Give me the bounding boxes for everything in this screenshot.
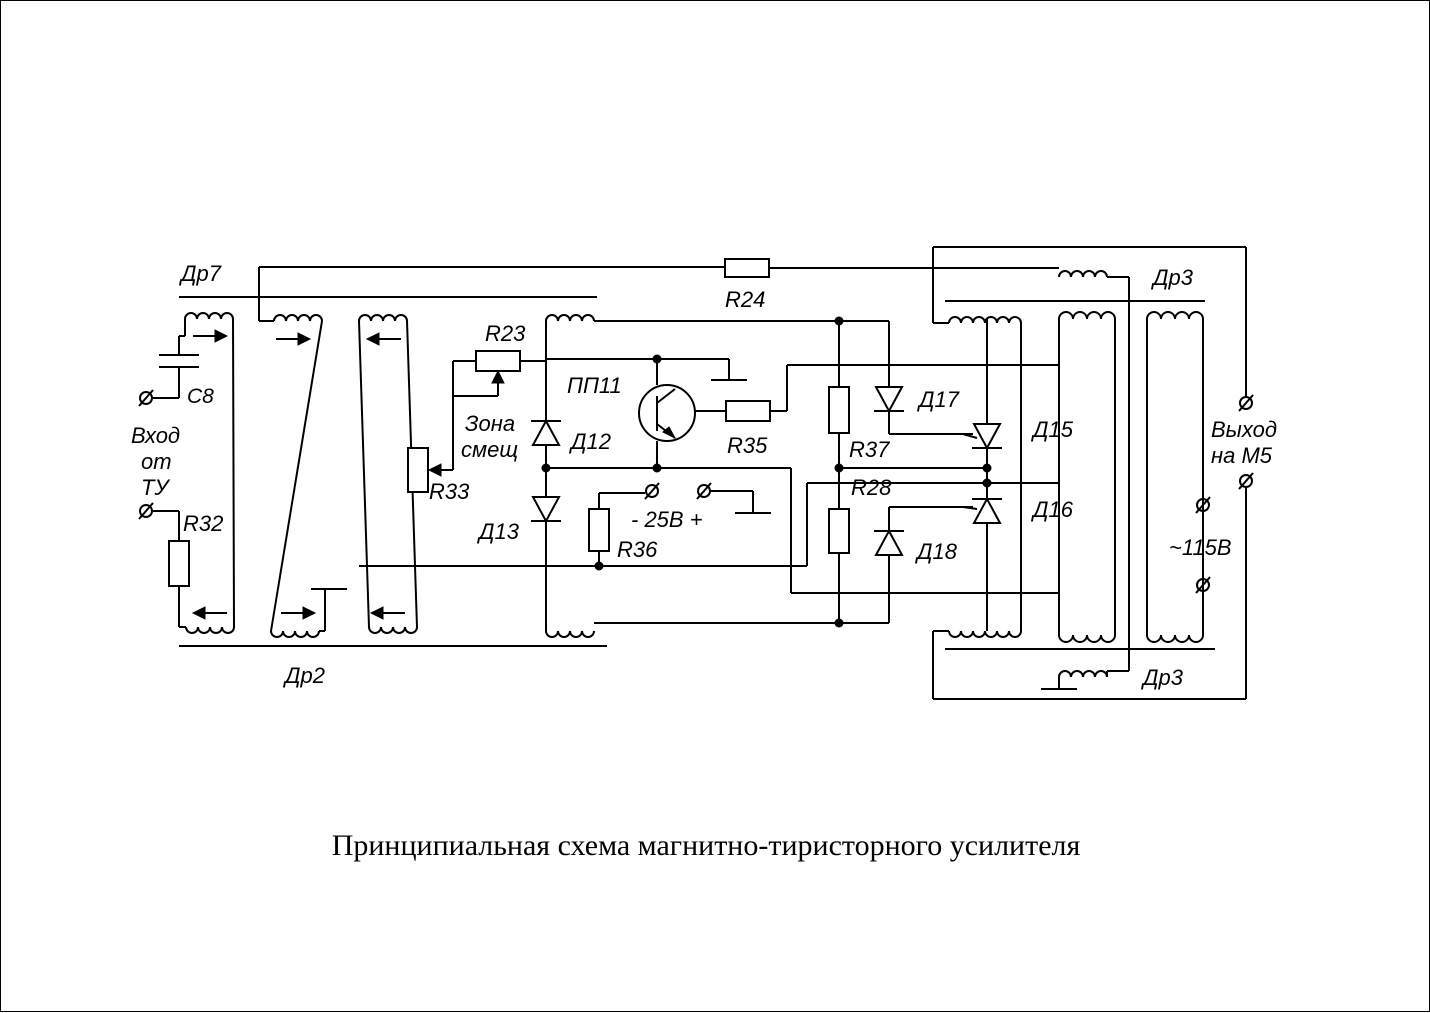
junction (982, 478, 992, 488)
junction (982, 463, 992, 473)
resistor-r36 (588, 492, 645, 566)
thyristor-d15 (962, 423, 1002, 451)
label-r37: R37 (849, 437, 890, 462)
label-supply: - 25В + (631, 507, 703, 532)
label-output-1: Выход (1211, 417, 1277, 442)
label-r35: R35 (727, 433, 768, 458)
thyristor-d16 (962, 496, 1002, 524)
output-terminal-top[interactable] (1238, 394, 1254, 412)
junction (834, 618, 844, 628)
label-r23: R23 (485, 321, 526, 346)
label-input-3: ТУ (141, 475, 170, 500)
label-zone-2: смещ (461, 437, 518, 462)
resistor-r32 (168, 540, 190, 587)
label-r24: R24 (725, 287, 765, 312)
winding-dr3-ac (1146, 311, 1204, 643)
resistor-r35 (725, 364, 1059, 422)
label-d16: Д16 (1030, 497, 1074, 522)
label-r36: R36 (617, 537, 658, 562)
label-pp11: ПП11 (567, 373, 622, 398)
resistor-r33 (407, 447, 429, 493)
label-d15: Д15 (1030, 417, 1074, 442)
label-dr7: Др7 (178, 261, 222, 286)
winding-control (545, 314, 889, 638)
diode-d12 (531, 418, 561, 468)
winding-dr3-load (933, 316, 1022, 638)
resistor-r28 (828, 508, 850, 554)
label-zone-1: Зона (465, 411, 515, 436)
ac-terminal-bottom[interactable] (1195, 576, 1211, 594)
label-input-2: от (141, 449, 172, 474)
transistor-pp11 (638, 359, 726, 468)
label-d12: Д12 (568, 429, 611, 454)
diode-d17 (839, 320, 973, 435)
label-r32: R32 (183, 511, 223, 536)
label-ac: ~115В (1169, 535, 1232, 560)
label-r28: R28 (851, 475, 892, 500)
winding-dr3-bottom (1041, 670, 1129, 690)
winding-dr3-control (1058, 311, 1116, 643)
label-input-1: Вход (131, 423, 180, 448)
resistor-r23 (453, 350, 546, 397)
winding-z (258, 267, 347, 638)
label-d18: Д18 (914, 539, 958, 564)
input-terminal-bottom[interactable] (138, 502, 154, 520)
label-d17: Д17 (916, 387, 960, 412)
resistor-r37 (828, 386, 850, 434)
diode-d13 (531, 468, 561, 524)
label-dr2: Др2 (282, 663, 325, 688)
label-d13: Д13 (476, 519, 520, 544)
winding-input (179, 312, 236, 634)
label-output-2: на М5 (1211, 443, 1273, 468)
label-dr3-top: Др3 (1150, 265, 1194, 290)
resistor-r24 (259, 258, 1059, 278)
output-terminal-bottom[interactable] (1238, 472, 1254, 490)
supply-terminal-minus[interactable] (644, 482, 660, 500)
label-r33: R33 (429, 479, 470, 504)
junction (652, 463, 662, 473)
label-dr3-bottom: Др3 (1140, 665, 1184, 690)
winding-bias (358, 314, 454, 634)
winding-dr3-top (1058, 270, 1130, 671)
label-c8: С8 (187, 385, 214, 408)
diagram-caption: Принципиальная схема магнитно-тиристорно… (331, 829, 1081, 862)
input-section (138, 319, 199, 627)
supply-terminal-plus[interactable] (696, 482, 712, 500)
input-terminal-top[interactable] (138, 389, 154, 407)
diode-d18 (874, 506, 973, 623)
